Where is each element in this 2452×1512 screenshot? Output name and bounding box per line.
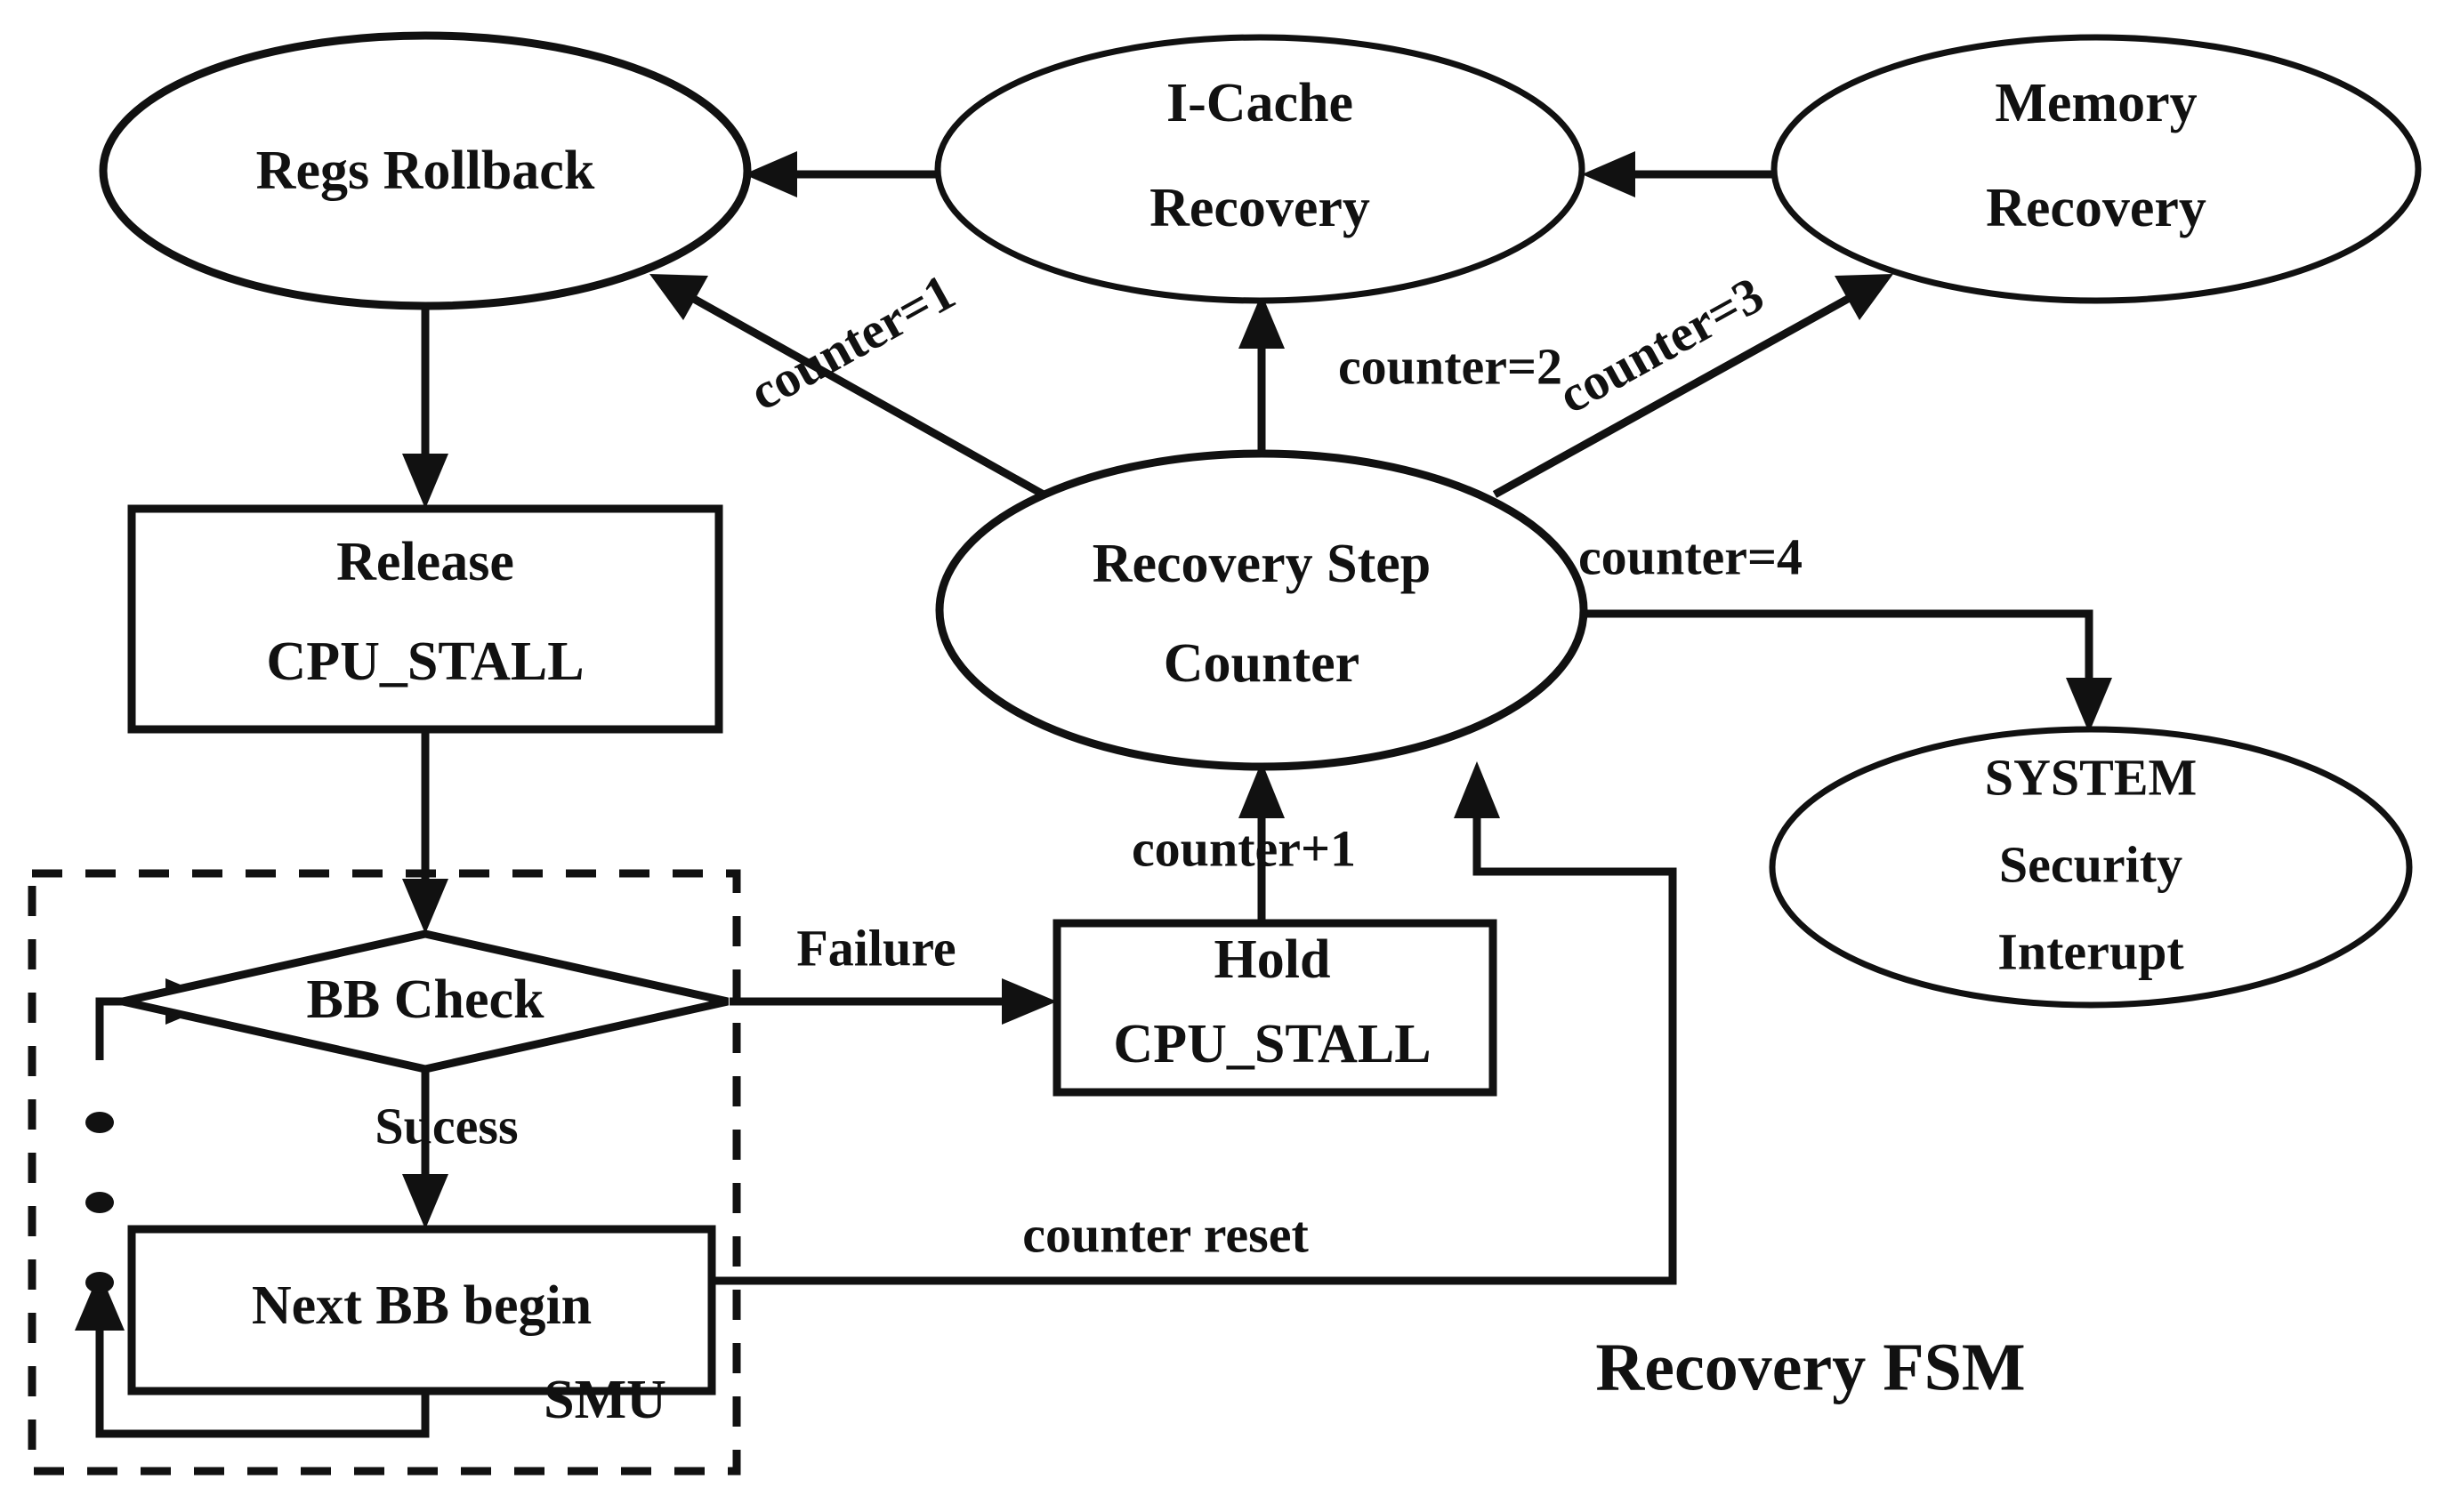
arrowhead-counter-to-system [2066,678,2112,733]
edge-label-counter-4: counter=4 [1578,527,1803,585]
node-recovery-step-counter[interactable] [935,449,1588,771]
label-system-line3: Interupt [1997,922,2184,980]
arrowhead-bbcheck-to-hold [1002,978,1057,1025]
arrowhead-regs-to-release [402,454,448,509]
arrowhead-nextbb-loop-up [75,1272,125,1331]
edge-label-sucess: Sucess [375,1097,518,1154]
label-smu-group: SMU [544,1370,666,1430]
smu-group-box [28,869,741,1476]
arrowhead-nextbb-to-counter [1454,761,1500,818]
label-release-line2: CPU_STALL [266,631,584,692]
arrowhead-icache-to-regs [744,151,797,197]
label-recovery-step-counter-line1: Recovery Step [1093,534,1431,594]
label-release-line1: Release [336,532,514,592]
node-release-cpu-stall[interactable] [127,504,723,734]
arrowhead-hold-to-counter [1238,761,1285,818]
node-system-security-interupt[interactable] [1769,726,2413,1009]
arrowhead-counter-to-memory [1835,274,1893,320]
arrowhead-bbcheck-to-nextbb [402,1174,448,1229]
edge-nextbb-to-counter [712,800,1677,1285]
arrowhead-counter-to-icache [1238,294,1285,349]
node-regs-rollback[interactable] [99,31,752,310]
arrowhead-memory-to-icache [1582,151,1635,197]
label-memory-recovery-line1: Memory [1995,73,2197,133]
edge-label-counter-reset: counter reset [1022,1205,1309,1263]
ellipsis-dot-3 [85,1272,114,1293]
label-system-line1: SYSTEM [1985,748,2198,806]
label-recovery-step-counter-line2: Counter [1164,633,1359,694]
node-hold-cpu-stall[interactable] [1053,919,1497,1097]
node-icache-recovery[interactable] [934,34,1585,304]
edge-counter-to-system [1584,609,2093,694]
label-bb-check: BB Check [307,969,545,1030]
label-next-bb-begin: Next BB begin [252,1275,592,1336]
node-memory-recovery[interactable] [1770,34,2422,304]
label-hold-line1: Hold [1214,929,1331,990]
edge-label-failure: Failure [796,919,956,977]
edge-label-counter-plus-1: counter+1 [1132,819,1356,877]
node-bb-check[interactable] [122,929,729,1074]
ellipsis-dot-1 [85,1112,114,1133]
ellipsis-dot-2 [85,1192,114,1213]
label-icache-recovery-line1: I-Cache [1166,73,1353,133]
edge-counter-to-regs [675,286,1053,502]
label-system-line2: Security [1999,835,2182,893]
label-icache-recovery-line2: Recovery [1149,178,1370,238]
arrowhead-release-to-bbcheck [402,879,448,934]
node-next-bb-begin[interactable] [127,1225,716,1395]
label-memory-recovery-line2: Recovery [1986,178,2206,238]
diagram-title: Recovery FSM [1595,1330,2025,1404]
label-regs-rollback: Regs Rollback [256,141,595,201]
edge-label-counter-2: counter=2 [1338,337,1562,395]
arrowhead-counter-to-regs [649,274,708,320]
edge-counter-to-memory [1492,286,1867,498]
label-hold-line2: CPU_STALL [1113,1014,1431,1074]
